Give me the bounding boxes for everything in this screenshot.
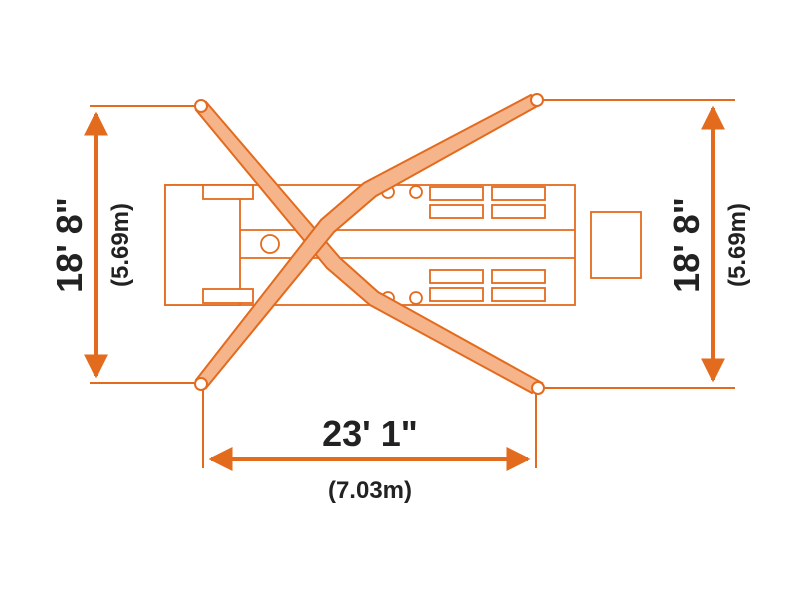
pad-rear-left — [194, 377, 208, 391]
dimension-lines — [84, 105, 725, 471]
extension-lines — [90, 99, 735, 468]
outrigger-pads — [194, 93, 545, 395]
pad-front-left — [194, 99, 208, 113]
left-dimension-metric: (5.69m) — [107, 203, 134, 287]
pad-front-right — [530, 93, 544, 107]
machine-body — [164, 184, 642, 306]
right-dimension-metric: (5.69m) — [724, 203, 751, 287]
bottom-dimension-imperial: 23' 1" — [322, 413, 418, 454]
compartment-6 — [491, 269, 546, 284]
compartment-3 — [429, 204, 484, 219]
compartment-1 — [429, 186, 484, 201]
left-dimension-imperial: 18' 8" — [49, 197, 90, 293]
right-dimension-imperial: 18' 8" — [666, 197, 707, 293]
bolt-bottom-2 — [409, 291, 423, 305]
rear-box — [590, 211, 642, 279]
compartment-4 — [491, 204, 546, 219]
dimension-labels: 18' 8" (5.69m) 18' 8" (5.69m) 23' 1" (7.… — [49, 197, 751, 504]
bolt-top-2 — [409, 185, 423, 199]
compartment-5 — [429, 269, 484, 284]
cab-section — [164, 184, 241, 306]
cab-window-bottom — [202, 288, 254, 304]
compartment-7 — [429, 287, 484, 302]
cab-window-top — [202, 184, 254, 200]
turntable-circle — [260, 234, 280, 254]
pad-rear-right — [531, 381, 545, 395]
compartment-2 — [491, 186, 546, 201]
bottom-dimension-metric: (7.03m) — [328, 477, 412, 504]
compartment-8 — [491, 287, 546, 302]
